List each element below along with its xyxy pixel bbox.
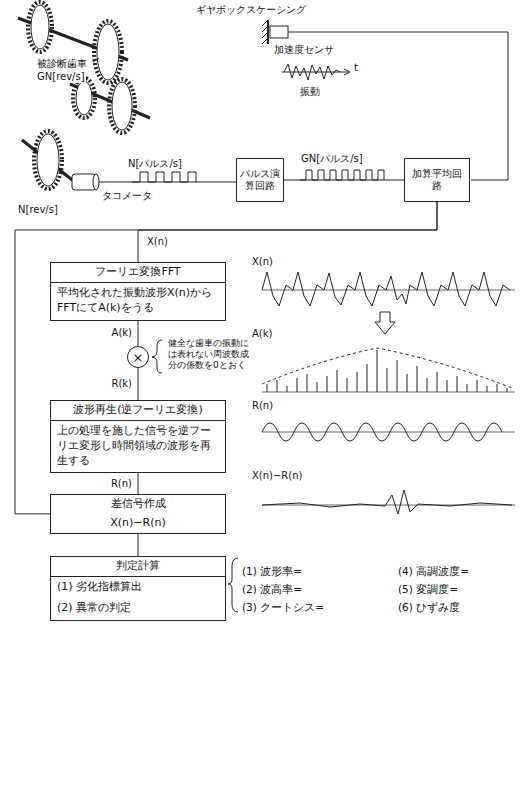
gear-teeth xyxy=(94,21,122,83)
gear xyxy=(112,82,132,130)
pulse-train xyxy=(300,170,384,180)
circuit-box: パルス演算回路 xyxy=(236,158,284,202)
gear-teeth xyxy=(34,131,62,189)
part-name: 被診断歯車 xyxy=(36,58,88,70)
leader-line xyxy=(93,58,99,62)
spectrum-envelope xyxy=(262,348,512,388)
connector xyxy=(138,202,437,262)
box-body: 平均化された振動波形X(n)からFFTにてA(k)をうる xyxy=(51,283,225,320)
circuit-box: 加算平均回路 xyxy=(404,158,470,202)
box-title: 判定計算 xyxy=(51,557,225,577)
part-name: ギヤボックスケーシング xyxy=(196,4,306,16)
signal-name: X(n)−R(n) xyxy=(252,470,302,482)
index-item: (2) 波高率= xyxy=(242,583,302,596)
casing-hatch xyxy=(262,20,268,44)
axis xyxy=(262,290,515,291)
process-box: 判定計算(1) 劣化指標算出(2) 異常の判定 xyxy=(50,556,226,621)
edge-label: GN[パルス/s] xyxy=(300,153,364,165)
vibration-waveform xyxy=(284,64,340,80)
box-body: X(n)−R(n) xyxy=(51,514,225,533)
edge-label: R(k) xyxy=(110,378,133,390)
box-title: 波形再生(逆フーリエ変換) xyxy=(51,401,225,421)
box-body: 上の処理を施した信号を逆フーリエ変形し時間領域の波形を再生する xyxy=(51,421,225,473)
signal-name: 振動 xyxy=(300,86,320,98)
gear xyxy=(76,81,92,115)
index-item: (3) クートシス= xyxy=(242,601,324,614)
process-box: 波形再生(逆フーリエ変換)上の処理を施した信号を逆フーリエ変形し時間領域の波形を… xyxy=(50,400,226,473)
tachometer xyxy=(93,174,99,190)
edge-label: R(n) xyxy=(110,478,133,490)
signal-name: A(k) xyxy=(252,328,272,340)
pulse-train xyxy=(132,172,196,182)
index-item: (6) ひずみ度 xyxy=(398,601,460,614)
box-title: × xyxy=(133,351,144,364)
gear-teeth xyxy=(109,79,135,133)
gear-teeth xyxy=(28,2,52,52)
spectrum-bars xyxy=(267,350,507,392)
edge-label: A(k) xyxy=(111,327,133,339)
connector xyxy=(284,180,404,181)
box-title: 差信号作成 xyxy=(51,495,225,514)
axis xyxy=(262,432,515,433)
waveform xyxy=(262,490,512,514)
part-name: 加速度センサ xyxy=(274,44,334,56)
speed-label: N[rev/s] xyxy=(18,204,58,216)
connector xyxy=(138,534,139,556)
gear-teeth xyxy=(73,78,95,118)
process-box: 差信号作成X(n)−R(n) xyxy=(50,494,226,534)
connector xyxy=(138,473,139,494)
gear xyxy=(37,134,59,186)
part-name: タコメータ xyxy=(102,190,152,202)
note: 健全な歯車の振動には表れない周波数成分の係数を0とおく xyxy=(168,338,252,370)
arrow-symbol xyxy=(375,312,395,334)
box-title: 加算平均回路 xyxy=(408,168,466,193)
waveform xyxy=(262,423,502,441)
tachometer xyxy=(72,174,96,190)
index-item: (5) 変調度= xyxy=(398,583,458,596)
edge-label: X(n) xyxy=(146,236,169,248)
index-item: (1) 波形率= xyxy=(242,565,302,578)
box-body: (1) 劣化指標算出 xyxy=(51,577,225,598)
box-body: (2) 異常の判定 xyxy=(51,598,225,620)
axis xyxy=(262,505,515,506)
multiplier-circle: × xyxy=(127,346,149,368)
waveform xyxy=(262,272,510,306)
box-title: パルス演算回路 xyxy=(240,168,280,193)
connector xyxy=(15,202,437,514)
gear xyxy=(31,5,49,49)
connector xyxy=(138,368,139,400)
brace xyxy=(152,340,162,373)
gear xyxy=(97,24,119,80)
signal-name: R(n) xyxy=(252,400,273,412)
index-item: (4) 高調波度= xyxy=(398,565,469,578)
acceleration-sensor xyxy=(270,26,288,38)
brace xyxy=(228,558,238,612)
box-title: フーリエ変換FFT xyxy=(51,263,225,283)
connector xyxy=(138,321,139,346)
speed-label: GN[rev/s] xyxy=(36,71,86,83)
axis-label: t xyxy=(354,62,358,74)
signal-name: X(n) xyxy=(252,256,273,268)
signal-name: N[パルス/s] xyxy=(128,158,182,170)
process-box: フーリエ変換FFT平均化された振動波形X(n)からFFTにてA(k)をうる xyxy=(50,262,226,321)
